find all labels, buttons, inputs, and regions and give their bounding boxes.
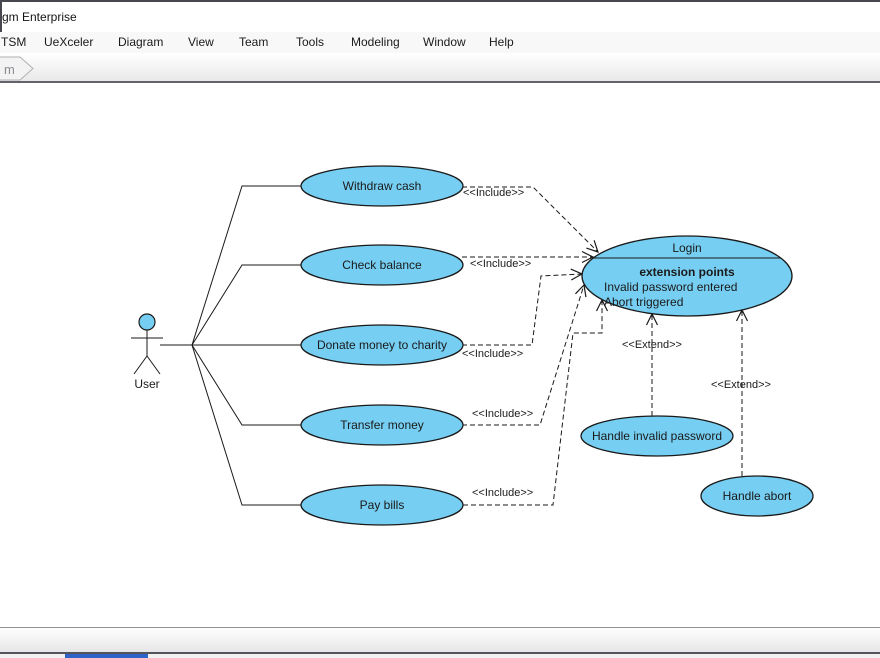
- use-case-node[interactable]: [300, 244, 464, 286]
- association-line[interactable]: [191, 344, 301, 426]
- association-line[interactable]: [191, 264, 301, 346]
- connector-stereotype-label: <<Include>>: [472, 408, 533, 420]
- use-case-label: Transfer money: [340, 418, 424, 432]
- use-case-node-login[interactable]: [581, 235, 793, 317]
- connector-stereotype-label: <<Include>>: [463, 187, 524, 199]
- use-case-label: Handle abort: [723, 489, 792, 503]
- use-case-node[interactable]: [300, 404, 464, 446]
- menu-bar: TSM UeXceler Diagram View Team Tools Modeling W…: [0, 32, 880, 53]
- menu-item-team[interactable]: Team: [239, 35, 269, 49]
- actor-label: User: [134, 377, 159, 391]
- connector-stereotype-label: <<Include>>: [462, 348, 523, 360]
- include-connector[interactable]: [462, 283, 587, 426]
- use-case-node[interactable]: [300, 484, 464, 526]
- connector-stereotype-label: <<Include>>: [470, 258, 531, 270]
- include-connector[interactable]: [462, 186, 599, 253]
- menu-item-tsm[interactable]: TSM: [1, 35, 27, 49]
- include-connector[interactable]: [462, 268, 584, 346]
- use-case-label: Pay bills: [360, 498, 405, 512]
- menu-item-tools[interactable]: Tools: [296, 35, 325, 49]
- diagram-canvas[interactable]: <<Include>> <<Include>> <<Include>> <<Inclu…: [0, 83, 880, 627]
- menu-item-view[interactable]: View: [188, 35, 214, 49]
- use-case-node[interactable]: [700, 475, 814, 517]
- title-bar: gm Enterprise: [0, 0, 880, 32]
- window-title: gm Enterprise: [2, 10, 77, 24]
- extension-points-title: extension points: [639, 265, 735, 279]
- use-case-label: Donate money to charity: [317, 338, 447, 352]
- association-line[interactable]: [191, 185, 301, 346]
- actor-leg-right[interactable]: [146, 355, 161, 375]
- taskbar-fragment: [65, 654, 148, 658]
- bottom-strip: [0, 654, 880, 658]
- menu-item-uexceler[interactable]: UeXceler: [44, 35, 94, 49]
- status-bar: [0, 627, 880, 654]
- login-label: Login: [672, 241, 701, 255]
- diagram-tab-label: m: [4, 62, 15, 77]
- include-connector[interactable]: [463, 298, 609, 506]
- use-case-label: Withdraw cash: [343, 179, 422, 193]
- use-case-label: Handle invalid password: [592, 429, 722, 443]
- association-line[interactable]: [191, 344, 301, 506]
- menu-item-modeling[interactable]: Modeling: [351, 35, 400, 49]
- use-case-node[interactable]: [300, 324, 464, 366]
- menu-item-help[interactable]: Help: [489, 35, 514, 49]
- use-case-label: Check balance: [342, 258, 422, 272]
- use-case-node[interactable]: [300, 165, 464, 207]
- menu-item-window[interactable]: Window: [423, 35, 466, 49]
- extension-point-item: Invalid password entered: [604, 280, 737, 294]
- diagram-tab[interactable]: m: [0, 56, 44, 82]
- menu-item-diagram[interactable]: Diagram: [118, 35, 164, 49]
- breadcrumb: m: [0, 53, 880, 83]
- connector-stereotype-label: <<Extend>>: [622, 339, 682, 351]
- actor-leg-left[interactable]: [133, 355, 148, 375]
- actor-head[interactable]: [138, 313, 156, 331]
- use-case-node[interactable]: [580, 415, 734, 457]
- connector-stereotype-label: <<Extend>>: [711, 379, 771, 391]
- extension-point-item: Abort triggered: [604, 295, 683, 309]
- window-border: [0, 2, 2, 32]
- connector-stereotype-label: <<Include>>: [472, 487, 533, 499]
